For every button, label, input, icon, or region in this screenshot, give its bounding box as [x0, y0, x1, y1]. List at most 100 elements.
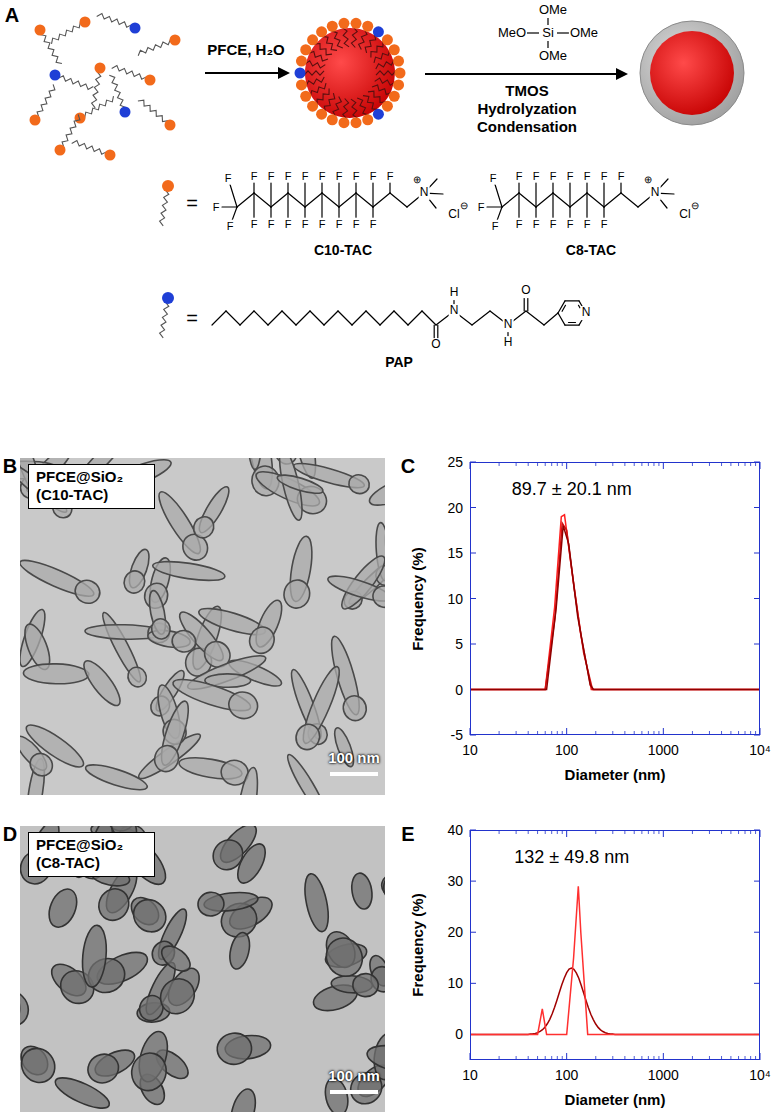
atom-label: OMe [538, 3, 568, 18]
bond-line [518, 193, 519, 218]
surfactant-tail [138, 39, 175, 55]
atom-label: F [318, 218, 327, 231]
distribution-curve [470, 526, 760, 690]
nanoparticle [23, 663, 89, 685]
distribution-curve [470, 886, 760, 1034]
charge-symbol: ⊖ [691, 200, 699, 212]
nanoparticle [232, 840, 271, 888]
bond-line [372, 182, 373, 207]
surfactant-head [80, 17, 91, 28]
surfactant-head [338, 18, 349, 29]
surfactant-tail [97, 14, 135, 28]
bond-line [603, 207, 604, 218]
tem-background [20, 458, 385, 795]
particle-bulb [370, 583, 385, 610]
particle-bulb [93, 883, 134, 925]
nanoparticle [366, 470, 385, 511]
nanoparticle [127, 1027, 177, 1095]
bond-line [372, 207, 373, 218]
size-annotation: 132 ± 49.8 nm [514, 847, 629, 868]
bond-line [394, 311, 408, 325]
atom-label: O [520, 284, 531, 298]
nanoparticle [20, 826, 30, 830]
plot-frame: 89.7 ± 20.1 nm [470, 462, 760, 735]
bond-line [437, 325, 438, 339]
particle-bulb [171, 629, 198, 654]
charge-symbol: ⊕ [644, 174, 652, 186]
surfactant-tail [40, 30, 62, 64]
particle-bulb [83, 1049, 123, 1088]
particle-bulb [151, 742, 182, 774]
particle-body [276, 471, 325, 497]
surfactant-head [165, 120, 176, 131]
axis-tick [663, 830, 664, 837]
bond-line [659, 179, 668, 189]
atom-label: F [515, 218, 524, 231]
particle-bulb [347, 472, 372, 496]
particle-body [248, 458, 262, 469]
bond-line [288, 193, 305, 207]
bond-line [304, 182, 305, 207]
atom-label: F [583, 170, 592, 183]
nanoparticle [325, 569, 385, 611]
particle-bulb [380, 866, 385, 910]
particle-bulb [190, 513, 218, 542]
atom-label: Si [541, 26, 555, 41]
surfactant-head [373, 109, 384, 120]
particle-bulb [20, 983, 36, 1033]
bond-line [524, 297, 525, 311]
bond-line [352, 311, 366, 325]
surfactant-tail [72, 141, 110, 155]
bond-line [254, 193, 271, 207]
atom-label: F [549, 218, 558, 231]
surfactant-head [362, 21, 373, 32]
bond-line [547, 41, 548, 48]
nanoparticle [229, 766, 264, 795]
surfactant-tail [35, 84, 55, 120]
bond-line [544, 313, 558, 325]
bond-line [232, 207, 237, 220]
surfactant-head [382, 34, 393, 45]
bond-line [422, 311, 436, 325]
scale-bar [330, 772, 378, 776]
bond-line [282, 311, 296, 325]
atom-label: F [477, 201, 486, 214]
bond-line [296, 311, 310, 325]
bond-line [287, 182, 288, 193]
particle-body [232, 840, 271, 888]
bond-line [380, 311, 394, 325]
sample-label: PFCE@SiO₂ (C10-TAC) [36, 468, 146, 504]
surfactant-head [95, 63, 106, 74]
bond-line [621, 193, 638, 207]
atom-label: F [226, 220, 235, 233]
bond-line [638, 197, 650, 207]
particle-bulb [127, 1049, 170, 1095]
reaction-arrow [425, 73, 618, 75]
bond-line [338, 311, 352, 325]
size-annotation: 89.7 ± 20.1 nm [512, 479, 632, 500]
bond-line [487, 206, 502, 207]
tick-label: 10 [447, 590, 463, 606]
tick-label: 10 [447, 975, 463, 991]
bond-line [304, 207, 305, 218]
distribution-curve [470, 523, 760, 690]
bond-line [271, 193, 288, 207]
axis-tick [566, 728, 567, 735]
sample-label: PFCE@SiO₂ (C8-TAC) [36, 836, 146, 872]
bond-line [226, 311, 240, 325]
particle-body [349, 872, 374, 911]
arrow-head [616, 68, 628, 80]
bond-line [254, 311, 268, 325]
scale-bar-label: 100 nm [328, 749, 380, 766]
bond-line [565, 325, 579, 326]
particle-body [23, 663, 89, 685]
nanoparticle [301, 872, 333, 934]
scale-bar [330, 1090, 378, 1094]
atom-label: F [491, 220, 500, 233]
bond-line [212, 311, 226, 325]
nanoparticle [216, 1029, 273, 1066]
atom-label: F [489, 172, 498, 185]
particle-body [78, 656, 125, 710]
nanoparticle [384, 960, 385, 1011]
bond-line [321, 182, 322, 193]
